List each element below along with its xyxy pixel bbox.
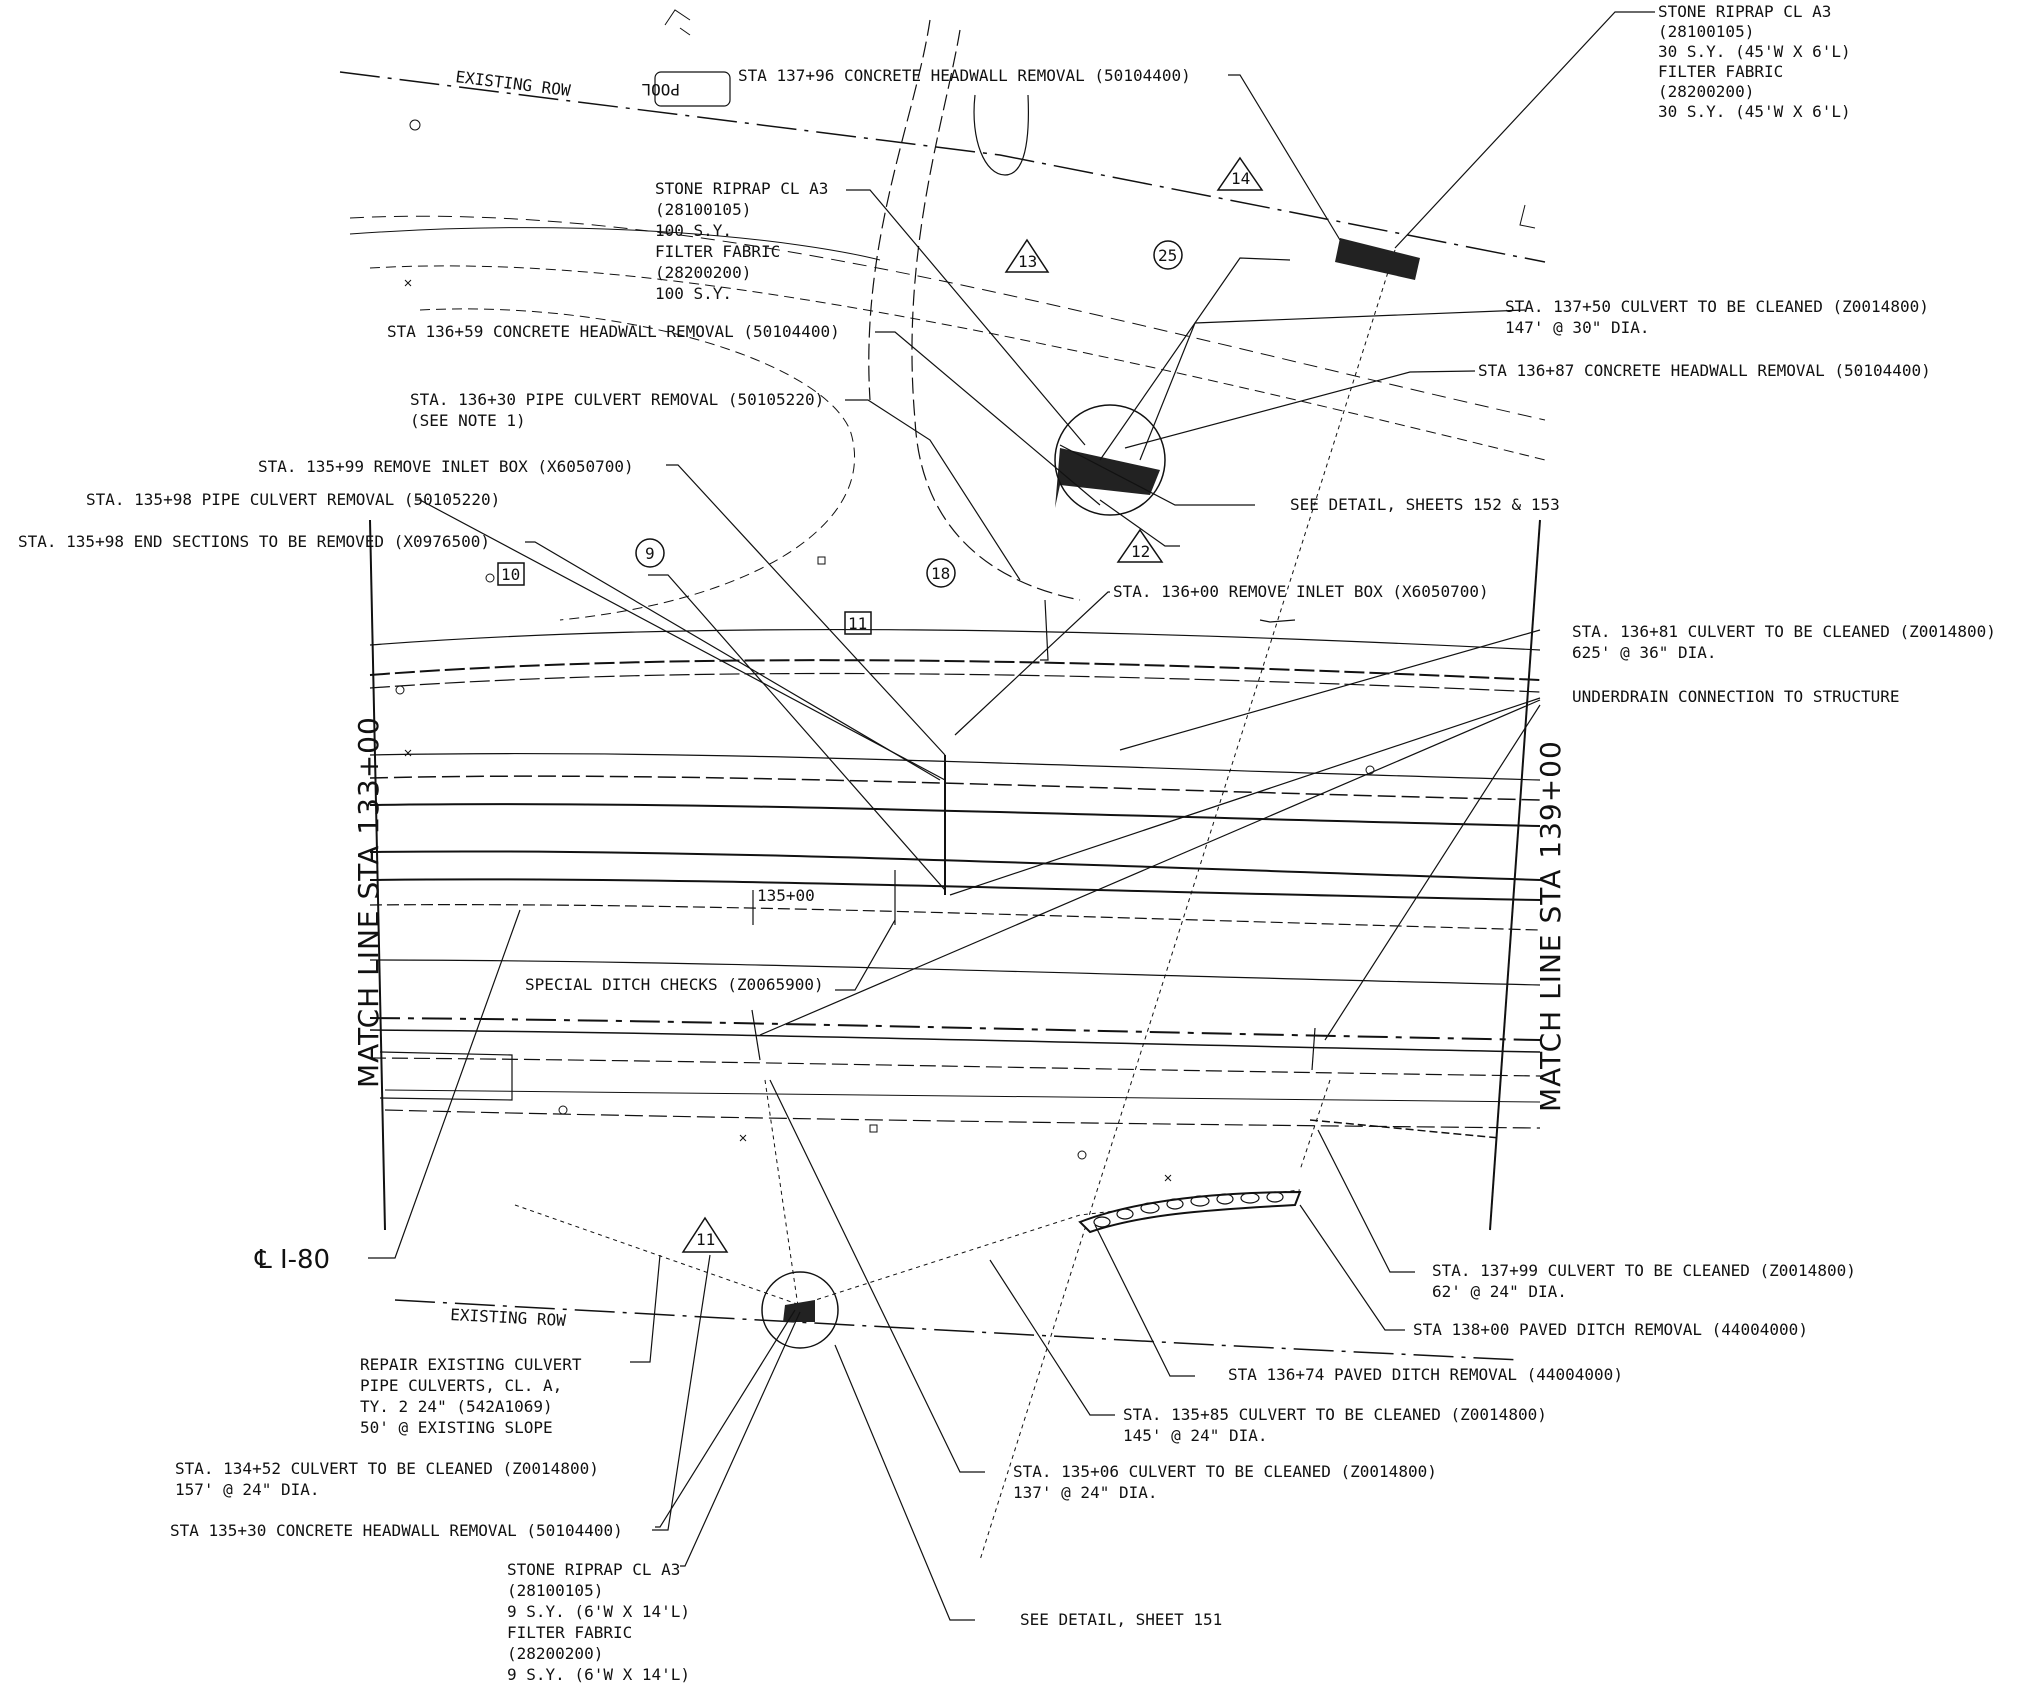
edge-11	[369, 1017, 1541, 1041]
box-10-label: 10	[501, 565, 520, 584]
culvert-137-50	[979, 249, 1396, 1561]
ditch-check-2	[1311, 1027, 1316, 1071]
triangle-12-label: 12	[1131, 542, 1150, 561]
box-11: 11	[844, 611, 872, 635]
callout-sta-137-50: STA. 137+50 CULVERT TO BE CLEANED (Z0014…	[1505, 297, 1938, 337]
edge-9	[369, 904, 1541, 931]
edge-12	[369, 1029, 1541, 1053]
callout-sta-135-30: STA 135+30 CONCRETE HEADWALL REMOVAL (50…	[170, 1521, 623, 1540]
pool-outline	[654, 71, 731, 107]
south-row-line	[394, 1299, 1521, 1361]
callout-repair: REPAIR EXISTING CULVERT PIPE CULVERTS, C…	[360, 1355, 591, 1437]
detail-circle-152	[1054, 404, 1166, 516]
leader-lines	[368, 11, 1655, 1621]
circle-9-label: 9	[645, 544, 655, 563]
callout-sta-135-99: STA. 135+99 REMOVE INLET BOX (X6050700)	[258, 457, 634, 476]
triangle-12: 12	[1116, 528, 1164, 563]
callout-sta-135-98-pipe: STA. 135+98 PIPE CULVERT REMOVAL (501052…	[86, 490, 500, 509]
map-symbols	[395, 119, 1375, 1182]
edge-1	[369, 628, 1541, 651]
riprap-137-50	[1335, 238, 1420, 280]
callout-sta-135-85: STA. 135+85 CULVERT TO BE CLEANED (Z0014…	[1123, 1405, 1556, 1445]
callout-sta-135-98-end: STA. 135+98 END SECTIONS TO BE REMOVED (…	[18, 532, 490, 551]
callout-sta-135-06: STA. 135+06 CULVERT TO BE CLEANED (Z0014…	[1013, 1462, 1446, 1502]
callout-see-detail-152: SEE DETAIL, SHEETS 152 & 153	[1290, 495, 1560, 514]
north-ditch-edge	[349, 215, 1546, 421]
edge-8	[369, 878, 1541, 901]
riprap-136-87	[1055, 448, 1160, 508]
house-corner	[664, 9, 691, 36]
match-line-right: MATCH LINE STA 139+00	[1534, 740, 1567, 1112]
edge-13	[369, 1057, 1541, 1077]
riprap-areas	[761, 238, 1420, 1349]
edge-14	[384, 1089, 1541, 1103]
box-11-label: 11	[848, 614, 867, 633]
edge-6	[369, 803, 1541, 827]
loop-ramp	[419, 308, 856, 621]
callout-sta-137-96: STA 137+96 CONCRETE HEADWALL REMOVAL (50…	[738, 66, 1191, 85]
symbols: 13 14 12 11 25 9 18 10	[497, 156, 1264, 1253]
corner-mark	[1519, 204, 1536, 229]
row-label-north: EXISTING ROW	[455, 67, 572, 100]
triangle-11: 11	[681, 1216, 729, 1253]
edge-15	[384, 1109, 1541, 1129]
circle-18-label: 18	[931, 564, 950, 583]
box-10: 10	[497, 562, 525, 586]
triangle-13: 13	[1004, 238, 1050, 273]
edge-2	[369, 659, 1541, 681]
callout-sta-136-30: STA. 136+30 PIPE CULVERT REMOVAL (501052…	[410, 390, 834, 430]
callout-riprap-ne: STONE RIPRAP CL A3 (28100105) 30 S.Y. (4…	[1658, 2, 1860, 121]
circle-9: 9	[635, 538, 665, 568]
circle-25-label: 25	[1158, 246, 1177, 265]
access-road-east	[911, 29, 1081, 601]
callout-see-detail-151: SEE DETAIL, SHEET 151	[1020, 1610, 1222, 1629]
edge-7	[369, 850, 1541, 881]
triangle-14-label: 14	[1231, 169, 1250, 188]
edge-3	[369, 672, 1541, 693]
callout-sta-134-52: STA. 134+52 CULVERT TO BE CLEANED (Z0014…	[175, 1459, 608, 1499]
box-structure	[379, 1051, 513, 1101]
callout-underdrain: UNDERDRAIN CONNECTION TO STRUCTURE	[1572, 687, 1900, 706]
riprap-135-30	[783, 1300, 815, 1322]
triangle-14: 14	[1216, 156, 1264, 191]
north-row-line	[339, 71, 1546, 263]
triangle-13-label: 13	[1018, 252, 1037, 271]
culvert-135-06	[764, 1079, 801, 1321]
edge-16	[1309, 1119, 1501, 1139]
centerline-label: ℄ I-80	[254, 1245, 330, 1275]
callout-sta-136-81: STA. 136+81 CULVERT TO BE CLEANED (Z0014…	[1572, 622, 2005, 662]
ditch-check	[751, 1009, 761, 1061]
callout-sta-136-59: STA 136+59 CONCRETE HEADWALL REMOVAL (50…	[387, 322, 840, 341]
paved-ditch-pebbles	[1093, 1191, 1284, 1228]
headwall-137-96	[973, 94, 1029, 176]
north-slope-line	[369, 265, 1546, 461]
callout-special-ditch: SPECIAL DITCH CHECKS (Z0065900)	[525, 975, 824, 994]
callout-sta-136-87: STA 136+87 CONCRETE HEADWALL REMOVAL (50…	[1478, 361, 1931, 380]
match-line-right-border	[1489, 519, 1541, 1231]
culvert-137-99	[1299, 1079, 1331, 1171]
callouts: STONE RIPRAP CL A3 (28100105) 30 S.Y. (4…	[18, 2, 2005, 1684]
circle-25: 25	[1153, 240, 1183, 270]
callout-riprap-s: STONE RIPRAP CL A3 (28100105) 9 S.Y. (6'…	[507, 1560, 700, 1684]
callout-sta-136-74: STA 136+74 PAVED DITCH REMOVAL (44004000…	[1228, 1365, 1623, 1384]
match-line-left-border	[369, 519, 386, 1231]
callout-sta-138-00: STA 138+00 PAVED DITCH REMOVAL (44004000…	[1413, 1320, 1808, 1339]
pool-label: POOL	[641, 80, 680, 99]
match-line-left: MATCH LINE STA 133+00	[352, 716, 385, 1088]
callout-sta-137-99: STA. 137+99 CULVERT TO BE CLEANED (Z0014…	[1432, 1261, 1865, 1301]
station-mark: 135+00	[757, 886, 815, 905]
circle-18: 18	[926, 558, 956, 588]
fence-line	[349, 227, 881, 261]
detail-circle-151	[761, 1271, 839, 1349]
edge-5	[369, 775, 1541, 801]
callout-riprap-mid: STONE RIPRAP CL A3 (28100105) 100 S.Y. F…	[655, 179, 838, 303]
triangle-11-label: 11	[696, 1230, 715, 1249]
callout-sta-136-00: STA. 136+00 REMOVE INLET BOX (X6050700)	[1113, 582, 1489, 601]
edge-4	[369, 752, 1541, 781]
